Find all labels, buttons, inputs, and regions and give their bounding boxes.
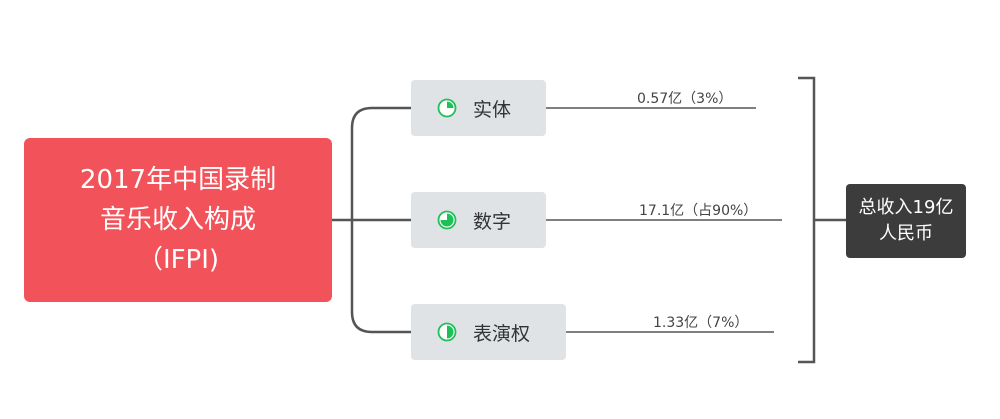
value-label-physical: 0.57亿（3%）	[637, 91, 733, 107]
root-node[interactable]: 2017年中国录制音乐收入构成（IFPI)	[24, 138, 332, 302]
pie-icon	[437, 322, 457, 342]
pie-icon	[437, 210, 457, 230]
pie-icon	[437, 98, 457, 118]
value-label-performance-rights: 1.33亿（7%）	[653, 315, 749, 331]
summary-label: 总收入19亿人民币	[858, 197, 954, 244]
branch-label: 实体	[473, 98, 512, 121]
branch-label: 表演权	[473, 322, 531, 345]
value-label-digital: 17.1亿（占90%）	[639, 203, 758, 219]
root-label: 2017年中国录制音乐收入构成（IFPI)	[79, 165, 277, 275]
branch-physical[interactable]: 实体	[411, 80, 546, 136]
summary-node[interactable]: 总收入19亿人民币	[846, 184, 966, 258]
branch-label: 数字	[473, 210, 512, 233]
branch-digital[interactable]: 数字	[411, 192, 546, 248]
branch-performance-rights[interactable]: 表演权	[411, 304, 566, 360]
